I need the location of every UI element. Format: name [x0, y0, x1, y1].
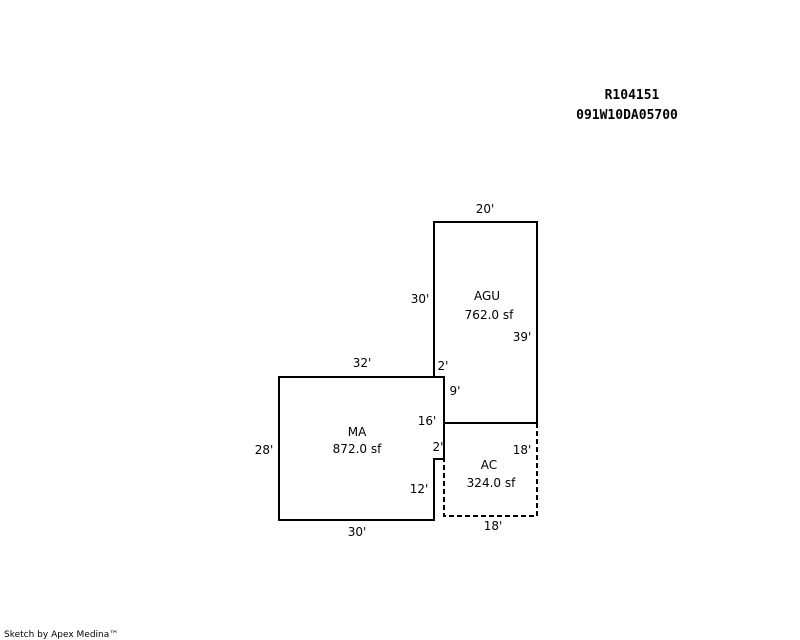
dim-ma-top: 32' [353, 356, 372, 370]
agu-outline [433, 221, 538, 424]
account-number: R104151 [605, 88, 660, 103]
ac-area-value: 324.0 sf [467, 476, 516, 490]
dim-agu-top: 20' [476, 202, 495, 216]
ac-outline [443, 423, 538, 517]
sketch-credit: Sketch by Apex Medina™ [4, 630, 118, 640]
dim-ma-left: 28' [255, 443, 274, 457]
map-tax-lot-number: 091W10DA05700 [576, 108, 678, 123]
dim-notch-top: 2' [438, 359, 449, 373]
agu-area-value: 762.0 sf [465, 308, 514, 322]
dim-ma-step-12: 12' [410, 482, 429, 496]
ac-area-name: AC [481, 458, 497, 472]
dim-agu-left: 30' [411, 292, 430, 306]
dim-ma-bottom: 30' [348, 525, 367, 539]
ma-outline [278, 376, 445, 521]
dim-notch-side: 9' [450, 384, 461, 398]
ma-area-name: MA [348, 425, 367, 439]
dim-ma-step-2: 2' [433, 440, 444, 454]
dim-ac-bottom: 18' [484, 519, 503, 533]
agu-area-name: AGU [474, 289, 500, 303]
dim-ac-right: 18' [513, 443, 532, 457]
dim-ma-step-16: 16' [418, 414, 437, 428]
dim-agu-right: 39' [513, 330, 532, 344]
ma-area-value: 872.0 sf [333, 442, 382, 456]
